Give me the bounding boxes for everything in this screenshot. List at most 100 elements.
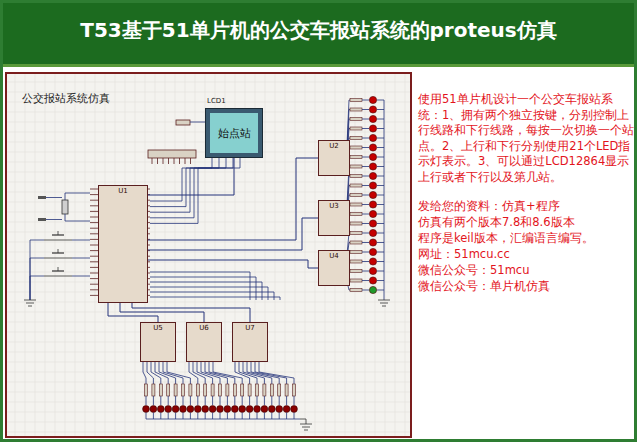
sheet-title: 公交报站系统仿真 — [22, 91, 110, 106]
grid-line — [5, 432, 412, 433]
grid-line — [95, 72, 96, 438]
wire — [168, 396, 169, 405]
sheet-ground — [5, 72, 412, 438]
wire — [271, 396, 272, 405]
note-text: 程序是keil版本，汇编语言编写。 — [418, 231, 634, 247]
wire — [197, 413, 198, 420]
wire — [377, 233, 384, 234]
pin-stub — [90, 200, 98, 201]
part-label: U7 — [232, 322, 268, 333]
wire — [242, 413, 243, 420]
wire — [362, 271, 369, 272]
wire — [175, 413, 176, 420]
led-symbol — [369, 163, 376, 170]
wire — [377, 290, 384, 291]
led-symbol — [369, 248, 376, 255]
lcd-data-wire — [150, 158, 233, 218]
part-label: U3 — [318, 200, 350, 211]
wire — [264, 396, 265, 405]
wire — [30, 276, 44, 300]
resistor-symbol — [350, 146, 362, 149]
resistor-symbol — [350, 108, 362, 111]
grid-line — [5, 182, 412, 183]
driver-chip: U4 — [318, 250, 350, 286]
resistor-symbol — [350, 232, 362, 235]
led-symbol — [369, 220, 376, 227]
button-contact — [44, 240, 72, 241]
grid-line — [85, 72, 86, 438]
resistor-symbol — [350, 289, 362, 292]
wire — [257, 396, 258, 405]
wire — [234, 396, 235, 405]
wire — [220, 413, 221, 420]
wire — [212, 413, 213, 420]
resistor-symbol — [204, 384, 207, 396]
lcd-screen-text: 始点站 — [210, 113, 258, 153]
wire — [205, 413, 206, 420]
signal-wire — [120, 303, 204, 322]
wire — [286, 396, 287, 405]
pin-stub — [157, 158, 158, 164]
led-symbol — [202, 406, 209, 413]
led-symbol — [369, 172, 376, 179]
wire — [362, 157, 369, 158]
wire — [362, 147, 369, 148]
pin-stub — [190, 158, 191, 164]
wire — [249, 396, 250, 405]
wire — [377, 119, 384, 120]
pin-stub — [90, 233, 98, 234]
resistor-symbol — [350, 118, 362, 121]
part-label: U6 — [186, 322, 222, 333]
wire — [72, 276, 90, 277]
pin-stub — [90, 273, 98, 274]
led-symbol — [369, 267, 376, 274]
sheet-grid — [5, 72, 412, 438]
pin-stub — [90, 256, 98, 257]
wire — [249, 413, 250, 420]
wire — [160, 396, 161, 405]
resistor-symbol — [350, 251, 362, 254]
resistor-symbol — [219, 384, 222, 396]
led-symbol — [369, 258, 376, 265]
resistor-symbol — [350, 99, 362, 102]
pin-stub — [90, 205, 98, 206]
wire — [168, 413, 169, 420]
pin-stub — [90, 250, 98, 251]
note-text: 发给您的资料：仿真+程序 — [418, 199, 634, 215]
push-button — [44, 249, 72, 258]
wire — [190, 413, 191, 420]
wire — [160, 413, 161, 420]
wire — [377, 166, 384, 167]
led-wire — [167, 362, 190, 384]
wire — [362, 166, 369, 167]
wire — [362, 242, 369, 243]
pin-stub — [174, 158, 175, 164]
grid-line — [395, 72, 396, 438]
ground-symbol — [378, 300, 390, 306]
pin-stub — [163, 158, 164, 164]
resistor-symbol — [293, 384, 296, 396]
wire — [227, 396, 228, 405]
grid-line — [65, 72, 66, 438]
led-symbol — [150, 406, 157, 413]
grid-line — [5, 82, 412, 83]
pin-stub — [90, 239, 98, 240]
lcd-data-wire — [150, 158, 219, 207]
bus-wire — [150, 277, 256, 300]
grid-line — [305, 72, 306, 438]
driver-chip: U2 — [318, 140, 350, 176]
wire — [279, 413, 280, 420]
grid-line — [165, 72, 166, 438]
wire — [190, 122, 205, 123]
resistor-symbol — [350, 241, 362, 244]
resistor-symbol — [350, 203, 362, 206]
wire — [377, 185, 384, 186]
wire — [153, 413, 154, 420]
push-button — [44, 231, 72, 240]
pin-stub — [90, 267, 98, 268]
driver-chip: U7 — [232, 322, 268, 362]
signal-wire — [148, 260, 318, 268]
potentiometer — [176, 120, 190, 125]
wire — [362, 185, 369, 186]
grid-line — [5, 192, 412, 193]
